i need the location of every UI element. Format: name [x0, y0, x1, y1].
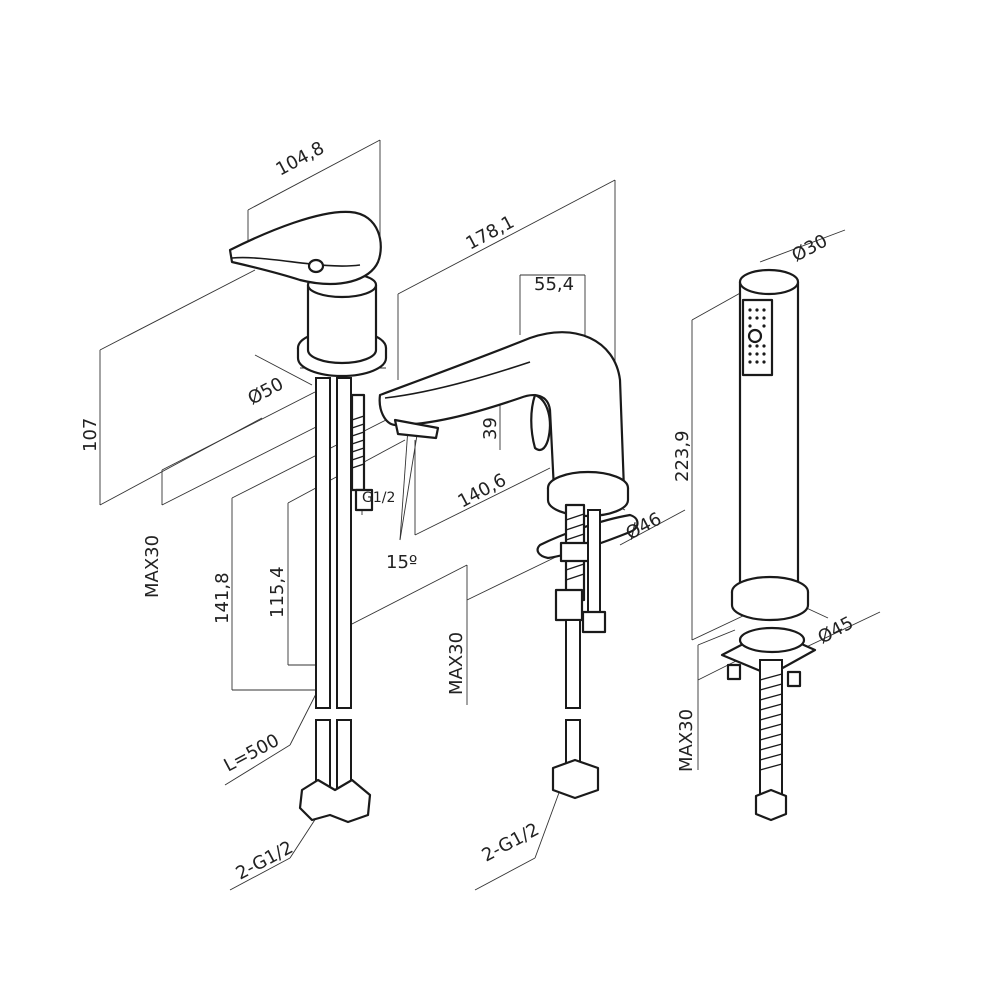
label-inlet-thread: G1/2 — [362, 490, 395, 506]
label-mixer-base-diameter: Ø50 — [244, 373, 287, 409]
label-hose-length: L=500 — [220, 730, 282, 776]
label-handshower-height: 223,9 — [672, 430, 693, 482]
mixer-body — [228, 210, 388, 824]
handshower — [720, 268, 817, 822]
label-deck-thickness-handshower: MAX30 — [676, 709, 697, 772]
label-deck-thickness-spout: MAX30 — [446, 632, 467, 695]
label-deck-thickness-mixer: MAX30 — [142, 535, 163, 598]
label-handshower-diameter: Ø30 — [788, 230, 831, 266]
spout-body — [378, 331, 639, 800]
label-connection-left: 2-G1/2 — [232, 837, 296, 884]
label-spout-base-diameter: Ø46 — [622, 508, 665, 544]
label-mixer-height: 107 — [80, 418, 101, 452]
label-spout-base-offset: 55,4 — [534, 274, 574, 295]
label-handle-width: 104,8 — [272, 138, 327, 181]
label-spout-clearance: 39 — [480, 417, 501, 440]
label-holder-diameter: Ø45 — [814, 612, 857, 648]
label-spout-reach-overall: 178,1 — [462, 212, 517, 255]
label-dim-115: 115,4 — [267, 566, 288, 618]
label-angle: 15º — [386, 552, 417, 573]
label-spout-reach: 140,6 — [454, 470, 509, 513]
label-dim-141: 141,8 — [212, 572, 233, 624]
